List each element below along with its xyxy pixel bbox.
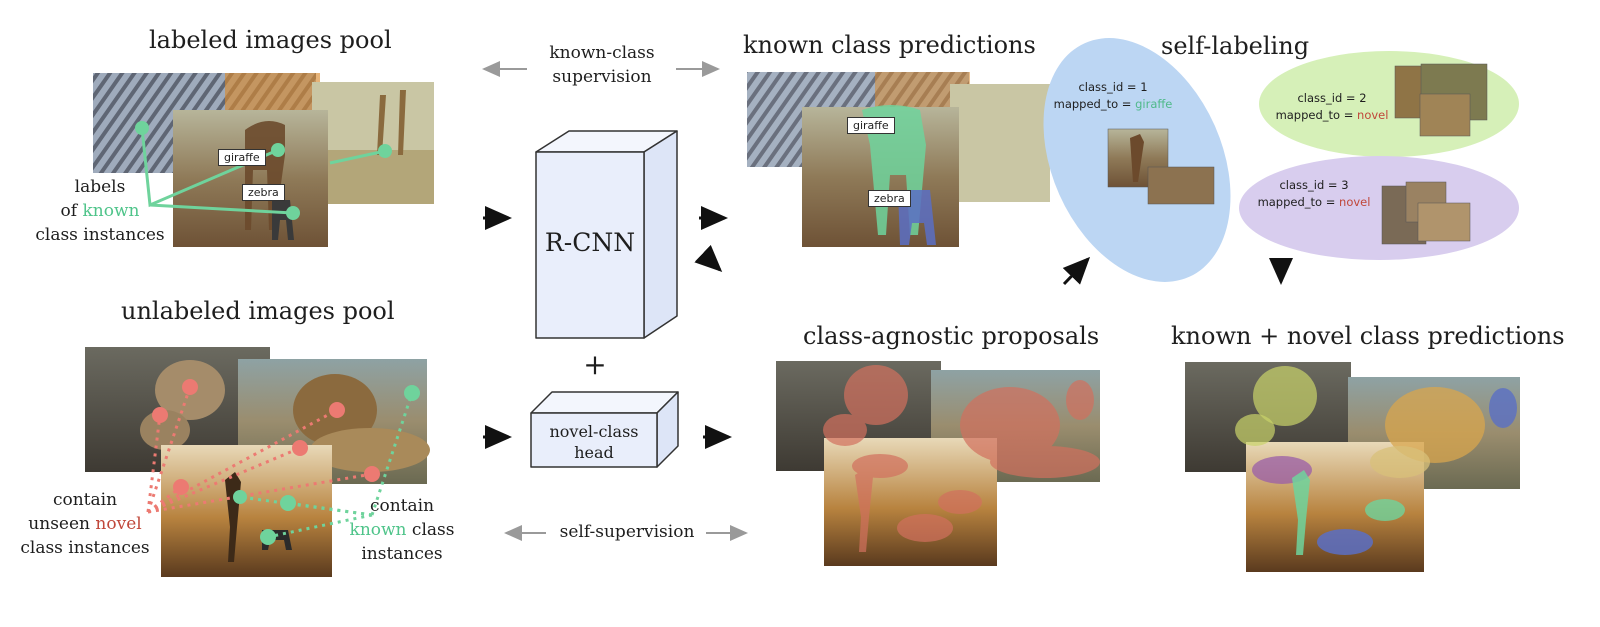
cluster-3-class-id: class_id = 3 [1279, 178, 1349, 192]
known-line-2: known class [342, 518, 462, 542]
cluster-2-value: novel [1357, 108, 1389, 122]
known-word: known [349, 520, 407, 540]
self-supervision-label: self-supervision [559, 522, 695, 542]
known-label-lines [140, 127, 386, 215]
labels-line-1: labels [74, 177, 126, 197]
contain-known-annotation: contain known class instances [342, 494, 462, 566]
cluster-1-mapping: mapped_to = giraffe [1043, 96, 1183, 113]
rcnn-box [535, 130, 678, 339]
labels-line-3: class instances [35, 225, 165, 245]
zebra-tag: zebra [242, 184, 285, 201]
cluster-2-prefix: mapped_to = [1275, 108, 1358, 122]
contain-novel-annotation: contain unseen novel class instances [18, 488, 152, 560]
labeled-pool-images [93, 73, 434, 247]
heading-self-labeling: self-labeling [1161, 32, 1310, 60]
cluster-thumbnails [1107, 63, 1488, 245]
novel-line-2: unseen novel [18, 512, 152, 536]
zebra-tag-prediction: zebra [868, 190, 911, 207]
known-dots-unlabeled [233, 385, 420, 545]
novel-prefix: unseen [28, 514, 96, 534]
known-dotted-lines [239, 392, 414, 539]
cluster-3-text: class_id = 3 mapped_to = novel [1250, 177, 1378, 211]
known-suffix: class [406, 520, 455, 540]
unlabeled-pool-images [85, 347, 430, 577]
novel-head-line-1: novel-class [549, 422, 639, 441]
novel-head-line-2: head [574, 443, 614, 462]
cluster-3-value: novel [1339, 195, 1371, 209]
labels-known-annotation: labels of known class instances [34, 175, 166, 247]
giraffe-tag-prediction: giraffe [847, 117, 895, 134]
supervision-line-2: supervision [552, 67, 652, 87]
flow-arrows [483, 206, 1293, 449]
heading-unlabeled-pool: unlabeled images pool [121, 297, 395, 325]
labels-line-2: of known [34, 199, 166, 223]
novel-word: novel [95, 514, 142, 534]
known-line-1: contain [369, 496, 435, 516]
cluster-2-mapping: mapped_to = novel [1268, 107, 1396, 124]
heading-labeled-pool: labeled images pool [149, 26, 392, 54]
cluster-3-mapping: mapped_to = novel [1250, 194, 1378, 211]
novel-class-head-label: novel-class head [531, 421, 657, 463]
cluster-1-value: giraffe [1135, 97, 1173, 111]
proposal-masks [823, 365, 1100, 552]
final-prediction-images [1185, 362, 1520, 572]
cluster-1-prefix: mapped_to = [1053, 97, 1136, 111]
novel-line-3: class instances [20, 538, 150, 558]
known-class-supervision-label: known-class supervision [527, 41, 677, 89]
plus-sign: + [583, 348, 607, 381]
heading-class-agnostic: class-agnostic proposals [803, 322, 1100, 350]
novel-dots [152, 379, 380, 495]
labels-prefix: of [60, 201, 83, 221]
novel-class-head-box [530, 391, 679, 468]
rcnn-label: R-CNN [544, 228, 636, 257]
supervision-line-1: known-class [549, 43, 655, 63]
cluster-2-text: class_id = 2 mapped_to = novel [1268, 90, 1396, 124]
labels-known-word: known [82, 201, 140, 221]
cluster-1-class-id: class_id = 1 [1078, 80, 1148, 94]
cluster-2-class-id: class_id = 2 [1297, 91, 1367, 105]
giraffe-tag: giraffe [218, 149, 266, 166]
heading-known-predictions: known class predictions [743, 31, 1036, 59]
known-line-3: instances [361, 544, 443, 564]
novel-line-1: contain [52, 490, 118, 510]
class-agnostic-images [776, 361, 1100, 566]
cluster-1-text: class_id = 1 mapped_to = giraffe [1043, 79, 1183, 113]
known-predictions-images [747, 72, 1050, 247]
heading-known-novel-predictions: known + novel class predictions [1171, 322, 1565, 350]
known-label-dots [135, 121, 392, 220]
giraffe-sunset-photo [161, 445, 332, 577]
cluster-3-prefix: mapped_to = [1257, 195, 1340, 209]
